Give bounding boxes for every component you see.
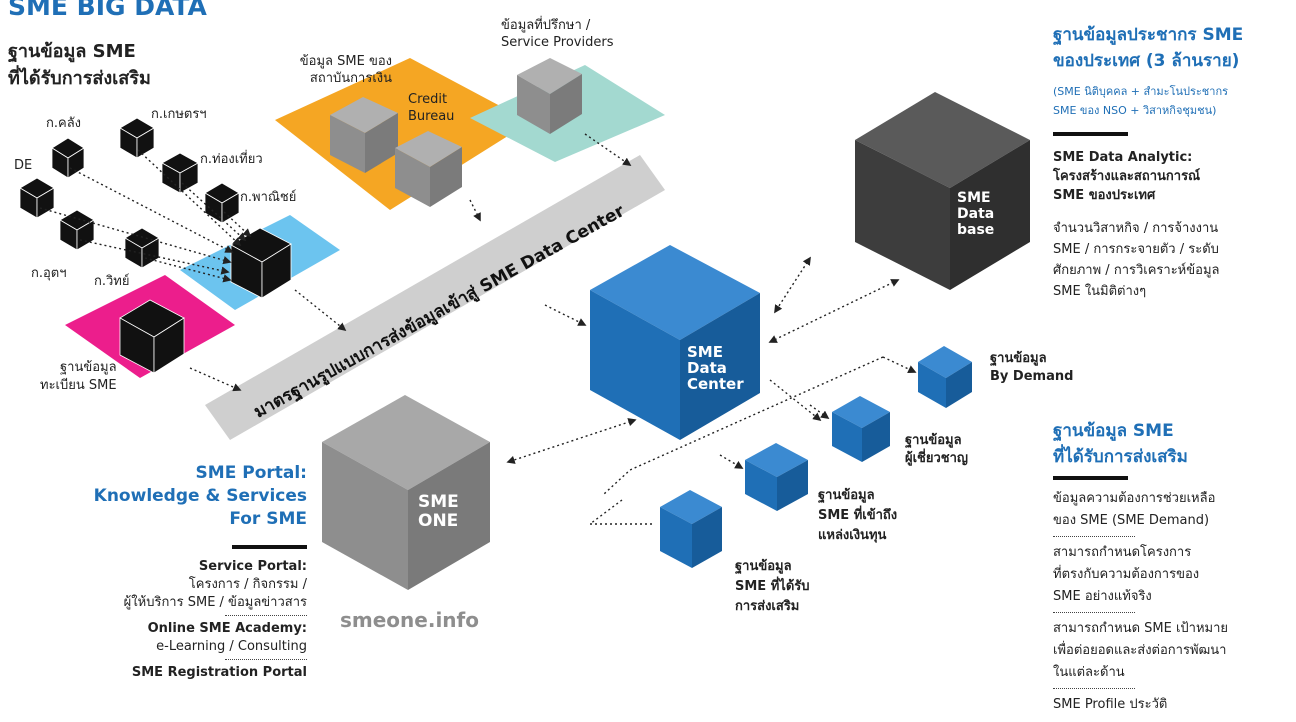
promoted-divider [1053, 476, 1128, 480]
side-blue-cubes [660, 346, 972, 568]
credit-label1: Credit [408, 92, 448, 107]
promoted-db-items: ข้อมูลความต้องการช่วยเหลือของ SME (SME D… [1053, 491, 1229, 712]
cube-kor-kaset [119, 117, 155, 159]
consult-label1: ข้อมูลที่ปรึกษา / [501, 18, 591, 33]
portal-details: Service Portal: โครงการ / กิจกรรม / ผู้ใ… [123, 559, 307, 680]
financial-label2: สถาบันการเงิน [309, 71, 392, 86]
cube-de [19, 177, 55, 219]
sme-database-cube [855, 92, 1030, 290]
sme-data-center-cube [590, 245, 760, 440]
label-kor-klang: ก.คลัง [46, 116, 82, 131]
registration-db-label1: ฐานข้อมูล [60, 360, 117, 375]
sme-one-url[interactable]: smeone.info [340, 608, 479, 632]
experts-label: ฐานข้อมูลผู้เชี่ยวชาญ [905, 433, 969, 466]
dotted-connectors [39, 133, 917, 525]
financial-cube [330, 97, 398, 173]
analytic-title: SME Data Analytic:โครงสร้างและสถานการณ์S… [1053, 150, 1201, 203]
analytic-divider [1053, 132, 1128, 136]
page-title: SME BIG DATA [8, 0, 207, 21]
cube-kor-panich [204, 182, 240, 224]
label-kor-kaset: ก.เกษตรฯ [151, 107, 207, 122]
cube-kor-tongtiew [161, 152, 199, 194]
financial-label1: ข้อมูล SME ของ [299, 54, 392, 69]
cube-experts [832, 396, 890, 462]
credit-label2: Bureau [408, 109, 455, 124]
ministry-cubes [19, 117, 292, 374]
cube-funding [745, 443, 808, 511]
cube-registration [119, 299, 185, 374]
sme-one-cube [322, 395, 490, 590]
label-kor-tongtiew: ก.ท่องเที่ยว [200, 152, 263, 167]
cube-ministry-hub [230, 227, 292, 299]
cube-kor-udsa [59, 209, 95, 251]
cube-kor-wit [124, 227, 160, 269]
cube-kor-klang [51, 137, 85, 179]
label-kor-wit: ก.วิทย์ [94, 274, 130, 289]
registration-db-label2: ทะเบียน SME [40, 378, 117, 393]
financial-platform [275, 58, 530, 210]
portal-divider [232, 545, 307, 549]
subtitle-line2: ที่ได้รับการส่งเสริม [8, 68, 151, 89]
subtitle-line1: ฐานข้อมูล SME [8, 41, 136, 62]
credit-bureau-cube [395, 131, 462, 207]
cube-promoted [660, 490, 722, 568]
label-kor-panich: ก.พาณิชย์ [240, 190, 297, 205]
label-de: DE [14, 158, 33, 173]
consult-cube [517, 58, 582, 134]
cube-by-demand [918, 346, 972, 408]
consult-label2: Service Providers [501, 35, 614, 50]
label-kor-udsa: ก.อุตฯ [31, 266, 67, 281]
